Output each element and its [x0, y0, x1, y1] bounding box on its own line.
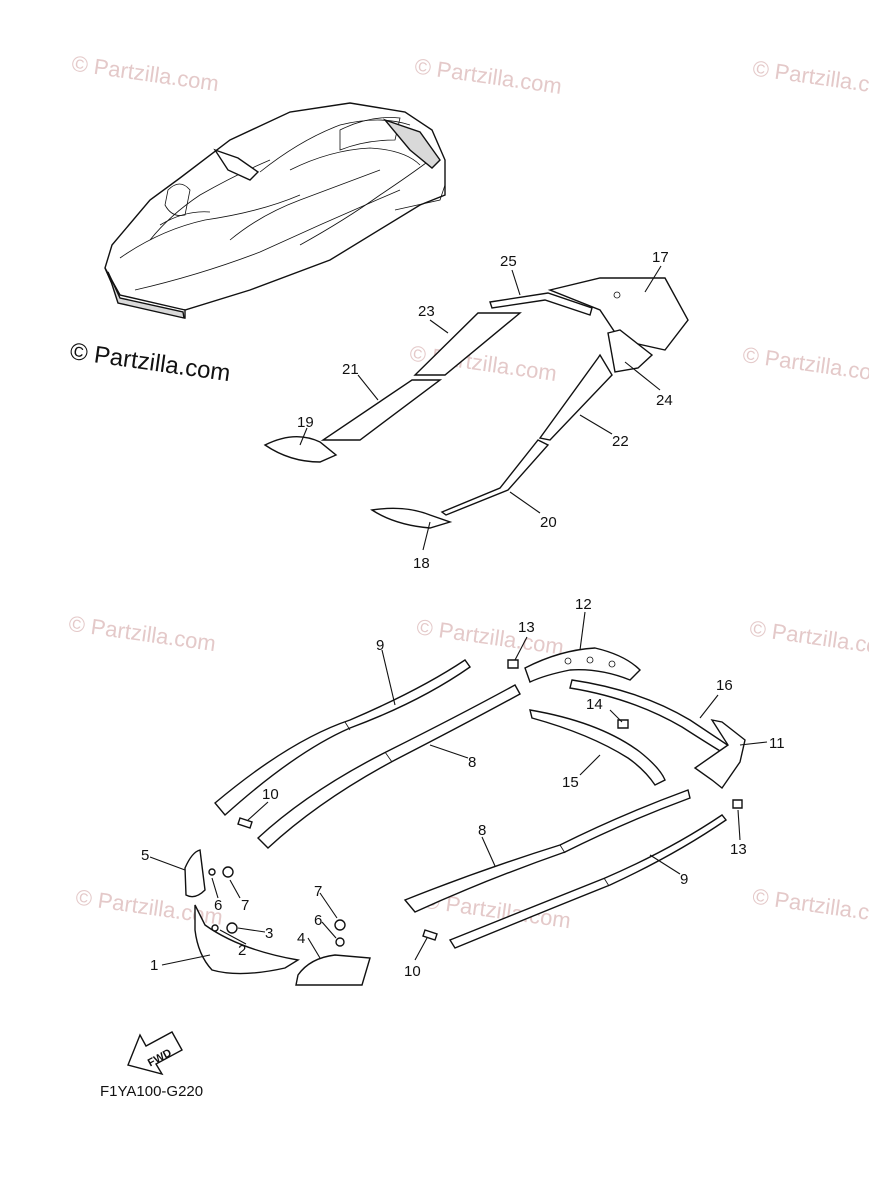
callout-18: 18	[413, 555, 430, 572]
callout-labels: 17 25 23 21 19 24 22 20 18 9 8 12 13 16 …	[141, 249, 785, 980]
callout-20: 20	[540, 514, 557, 531]
watercraft-illustration	[104, 102, 446, 319]
callout-6-lower: 6	[314, 912, 322, 929]
rail-part-15	[529, 709, 666, 786]
rail-parts	[184, 647, 746, 986]
rail-part-4	[295, 954, 371, 986]
callout-13-top: 13	[518, 619, 535, 636]
callout-9-right: 9	[680, 871, 688, 888]
callout-8-right: 8	[478, 822, 486, 839]
callout-19: 19	[297, 414, 314, 431]
rivet-13-right	[732, 799, 743, 809]
fwd-arrow: FWD	[127, 1031, 183, 1076]
watermark: © Partzilla.com	[748, 616, 869, 661]
callout-1: 1	[150, 957, 158, 974]
callout-24: 24	[656, 392, 673, 409]
callout-21: 21	[342, 361, 359, 378]
rivet-14	[617, 719, 629, 729]
fastener-7-lower	[334, 919, 346, 931]
callout-9-left: 9	[376, 637, 384, 654]
rail-part-9-right	[448, 814, 728, 949]
mat-part-18	[370, 507, 453, 529]
fastener-6-upper	[208, 868, 216, 876]
rail-part-5	[184, 849, 206, 898]
fastener-2	[211, 924, 219, 932]
rail-part-11	[693, 718, 746, 790]
leader-lines	[149, 265, 768, 966]
callout-11: 11	[769, 735, 785, 752]
mat-part-17	[547, 277, 689, 351]
upper-mat-set	[263, 277, 689, 529]
callout-4: 4	[297, 930, 305, 947]
callout-8-left: 8	[468, 754, 476, 771]
mat-part-19	[263, 436, 338, 463]
callout-5: 5	[141, 847, 149, 864]
watermark: © Partzilla.com	[70, 51, 220, 96]
callout-10-left: 10	[262, 786, 279, 803]
rail-part-16	[569, 679, 740, 758]
callout-3: 3	[265, 925, 273, 942]
screw-10-left	[237, 817, 253, 829]
diagram-code: F1YA100-G220	[100, 1083, 204, 1100]
rail-part-9-left	[214, 659, 471, 817]
mat-part-22	[538, 353, 613, 441]
mat-part-21	[320, 379, 443, 441]
fastener-3	[226, 922, 238, 934]
mat-part-24	[607, 329, 654, 373]
watermark: © Partzilla.com	[415, 614, 565, 659]
watermark: © Partzilla.com	[67, 611, 217, 656]
callout-22: 22	[612, 433, 629, 450]
callout-14: 14	[586, 696, 603, 713]
fastener-6-lower	[335, 937, 345, 947]
watermark: © Partzilla.com	[413, 54, 563, 99]
screw-10-right	[422, 929, 438, 941]
callout-16: 16	[716, 677, 733, 694]
rail-part-12	[524, 647, 641, 683]
callout-15: 15	[562, 774, 579, 791]
watermark: © Partzilla.com	[751, 56, 869, 101]
mat-part-20	[440, 439, 550, 516]
callout-12: 12	[575, 596, 592, 613]
watermark: © Partzilla.com	[741, 342, 869, 387]
callout-23: 23	[418, 303, 435, 320]
callout-7-upper: 7	[241, 897, 249, 914]
callout-17: 17	[652, 249, 669, 266]
callout-2: 2	[238, 942, 246, 959]
rail-part-8-right	[403, 789, 691, 913]
callout-10-right: 10	[404, 963, 421, 980]
fastener-7-upper	[222, 866, 234, 878]
callout-13-right: 13	[730, 841, 747, 858]
watermark: © Partzilla.com	[751, 884, 869, 929]
callout-6-upper: 6	[214, 897, 222, 914]
callout-25: 25	[500, 253, 517, 270]
rivet-13-top	[507, 659, 519, 669]
callout-7-lower: 7	[314, 883, 322, 900]
mat-part-25	[489, 292, 593, 316]
mat-part-23	[413, 312, 522, 376]
rail-part-1	[194, 904, 300, 975]
rail-part-8-left	[256, 684, 521, 849]
